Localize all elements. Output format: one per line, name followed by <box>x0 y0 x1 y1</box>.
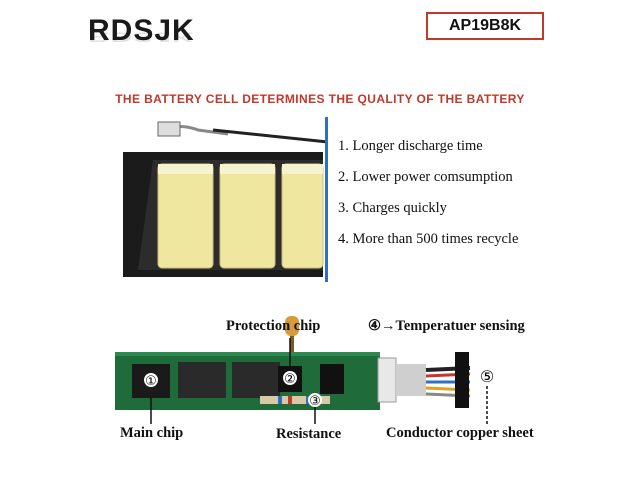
feature-item: 2. Lower power comsumption <box>338 169 513 185</box>
battery-cells <box>157 163 324 269</box>
pcb-diagram: ① ② ③ ⑤ <box>115 316 494 424</box>
battery-cell-image <box>123 117 328 282</box>
copper-sheet <box>396 364 426 396</box>
feature-list: 1. Longer discharge time 2. Lower power … <box>338 136 628 260</box>
resistance <box>260 396 330 404</box>
headline: THE BATTERY CELL DETERMINES THE QUALITY … <box>115 92 525 106</box>
logo-text: RDSJK <box>88 14 195 47</box>
feature-item: 4. More than 500 times recycle <box>338 231 519 247</box>
label-temp-sensing: ④→Temperatuer sensing <box>368 318 525 334</box>
label-resistance: Resistance <box>276 426 342 442</box>
marker-1: ① <box>145 374 157 389</box>
marker-3: ③ <box>309 394 321 409</box>
label-copper-sheet: Conductor copper sheet <box>386 425 534 441</box>
label-protection-chip: Protection chip <box>226 318 321 334</box>
cable-connector <box>455 352 469 408</box>
marker-5: ⑤ <box>480 367 494 386</box>
model-badge: AP19B8K <box>426 12 544 40</box>
brand-logo: RDSJK RDSJK <box>88 14 238 62</box>
thermistor <box>285 316 299 336</box>
logo-reflection: RDSJK <box>88 29 195 44</box>
feature-item: 1. Longer discharge time <box>338 138 483 154</box>
marker-2: ② <box>284 372 296 387</box>
feature-item: 3. Charges quickly <box>338 200 447 216</box>
label-main-chip: Main chip <box>120 425 184 441</box>
